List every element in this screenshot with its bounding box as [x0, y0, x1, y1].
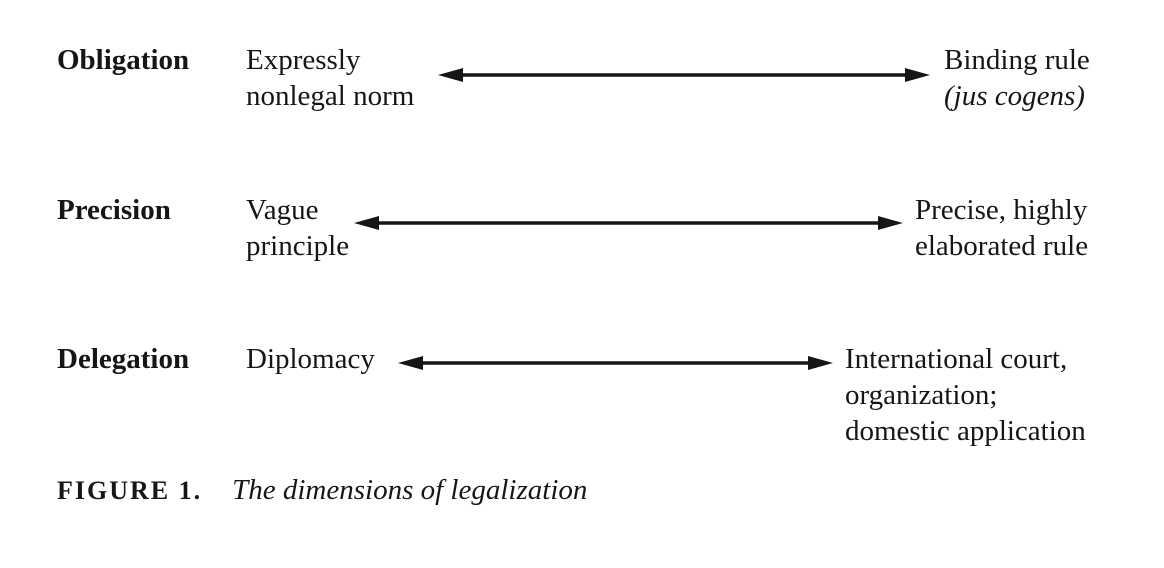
- pole-text-line: Vague: [246, 194, 319, 226]
- dimension-row-precision: Precision Vague principle Precise, highl…: [0, 192, 1164, 302]
- pole-text-line: International court,: [845, 343, 1068, 375]
- delegation-high-pole: International court, organization; domes…: [845, 341, 1086, 449]
- obligation-double-arrow-icon: [438, 68, 930, 82]
- precision-high-pole: Precise, highly elaborated rule: [915, 192, 1088, 264]
- pole-text-line: Precise, highly: [915, 194, 1088, 226]
- precision-low-pole: Vague principle: [246, 192, 349, 264]
- obligation-low-pole: Expressly nonlegal norm: [246, 42, 414, 114]
- figure-caption-label: FIGURE 1.: [57, 476, 203, 505]
- pole-text-line: Diplomacy: [246, 343, 375, 375]
- obligation-high-pole: Binding rule (jus cogens): [944, 42, 1090, 114]
- pole-text-line: organization;: [845, 379, 998, 411]
- dimension-label-obligation: Obligation: [57, 44, 190, 76]
- pole-text-line: (jus cogens): [944, 80, 1085, 112]
- pole-text-line: domestic application: [845, 415, 1086, 447]
- pole-text-line: Binding rule: [944, 44, 1090, 76]
- precision-double-arrow-icon: [354, 216, 903, 230]
- delegation-double-arrow-icon: [398, 356, 833, 370]
- pole-text-line: elaborated rule: [915, 230, 1089, 262]
- pole-text-line: nonlegal norm: [246, 80, 415, 112]
- pole-text-line: Expressly: [246, 44, 361, 76]
- delegation-low-pole: Diplomacy: [246, 341, 375, 377]
- figure-caption: FIGURE 1. The dimensions of legalization: [57, 474, 587, 507]
- pole-text-line: principle: [246, 230, 350, 262]
- dimension-label-delegation: Delegation: [57, 343, 190, 375]
- dimension-row-delegation: Delegation Diplomacy International court…: [0, 341, 1164, 471]
- dimension-label-precision: Precision: [57, 194, 171, 226]
- figure-caption-title: The dimensions of legalization: [232, 474, 588, 506]
- dimension-row-obligation: Obligation Expressly nonlegal norm Bindi…: [0, 42, 1164, 152]
